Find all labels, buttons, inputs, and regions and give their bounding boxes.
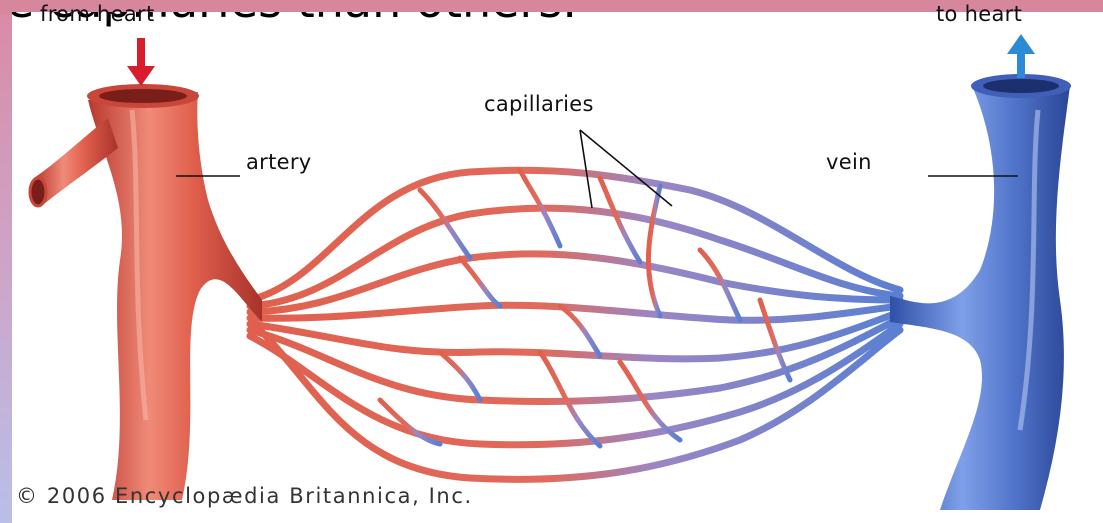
vein-vessel xyxy=(890,74,1071,510)
circulation-illustration xyxy=(12,12,1103,523)
label-to-heart: to heart xyxy=(936,2,1022,26)
label-artery: artery xyxy=(246,150,312,174)
label-from-heart: from heart xyxy=(40,2,155,26)
diagram-panel: e capillaries than others. xyxy=(12,12,1103,523)
capillary-network xyxy=(250,170,900,479)
label-vein: vein xyxy=(826,150,872,174)
artery-vessel xyxy=(30,84,262,500)
arrow-from-heart-icon xyxy=(127,38,155,86)
label-capillaries: capillaries xyxy=(484,92,594,116)
copyright-notice: © 2006 Encyclopædia Britannica, Inc. xyxy=(16,484,473,508)
arrow-to-heart-icon xyxy=(1007,34,1035,78)
